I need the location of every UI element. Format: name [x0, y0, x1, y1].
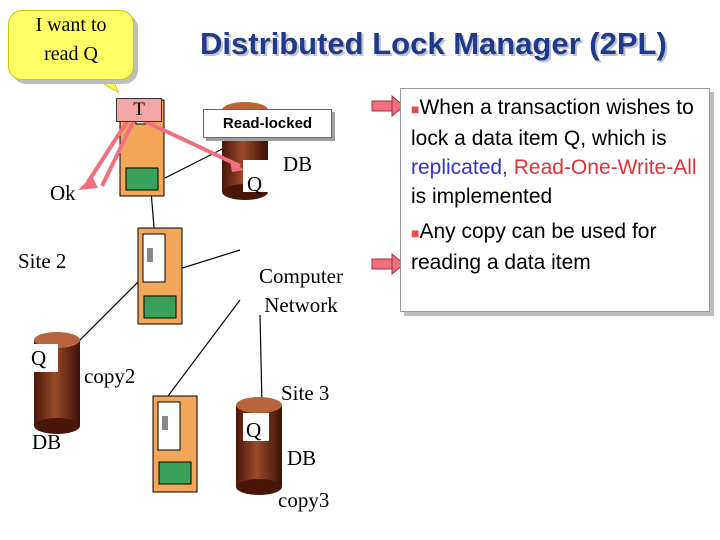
site2-item-label: Q [31, 346, 47, 370]
site2-label: Site 2 [18, 249, 67, 273]
bullet-marker-icon: ■ [411, 101, 420, 117]
bullet-2-text: Any copy can be used for reading a data … [411, 220, 657, 274]
read-locked-popup: Read-locked [203, 109, 332, 138]
site2-computer [137, 227, 183, 325]
site2-db-cylinder [28, 332, 80, 434]
site1-db-label: DB [283, 152, 313, 176]
slide-title: Distributed Lock Manager (2PL) [200, 26, 667, 61]
bullet-1-post: is implemented [411, 185, 553, 208]
network-label-line-1: Computer [259, 264, 343, 288]
site3-label: Site 3 [281, 381, 330, 405]
site3-db-label: DB [287, 446, 317, 470]
site3-db-cylinder [236, 397, 282, 495]
network-label: Computer Network [248, 262, 354, 320]
bullet-2: ■Any copy can be used for reading a data… [411, 217, 699, 277]
callout-line-2: read Q [44, 43, 98, 65]
site3-copy-label: copy3 [278, 488, 330, 512]
network-label-line-2: Network [264, 293, 338, 317]
bullet-marker-icon: ■ [411, 225, 420, 241]
site2-copy-label: copy2 [84, 364, 136, 388]
bullet-arrow-2 [371, 252, 405, 276]
bullet-arrow-1 [371, 94, 405, 118]
bullet-1-rowa: Read-One-Write-All [513, 156, 697, 179]
transaction-box: T [116, 98, 162, 122]
site3-item-label: Q [246, 418, 262, 442]
bullet-1: ■When a transaction wishes to lock a dat… [411, 93, 699, 211]
callout-line-1: I want to [35, 14, 107, 36]
site1-item-label: Q [247, 172, 263, 196]
speech-callout: I want to read Q [8, 10, 134, 80]
ok-label: Ok [50, 181, 76, 205]
arrowhead-ok [78, 176, 98, 190]
site3-computer [152, 395, 198, 493]
request-arrows [86, 118, 241, 187]
arrowhead-q [230, 160, 244, 172]
site2-db-label: DB [32, 430, 62, 454]
bullet-text-box: ■When a transaction wishes to lock a dat… [400, 88, 710, 312]
bullet-1-pre: When a transaction wishes to lock a data… [411, 96, 694, 150]
bullet-1-replicated: replicated, [411, 156, 508, 179]
